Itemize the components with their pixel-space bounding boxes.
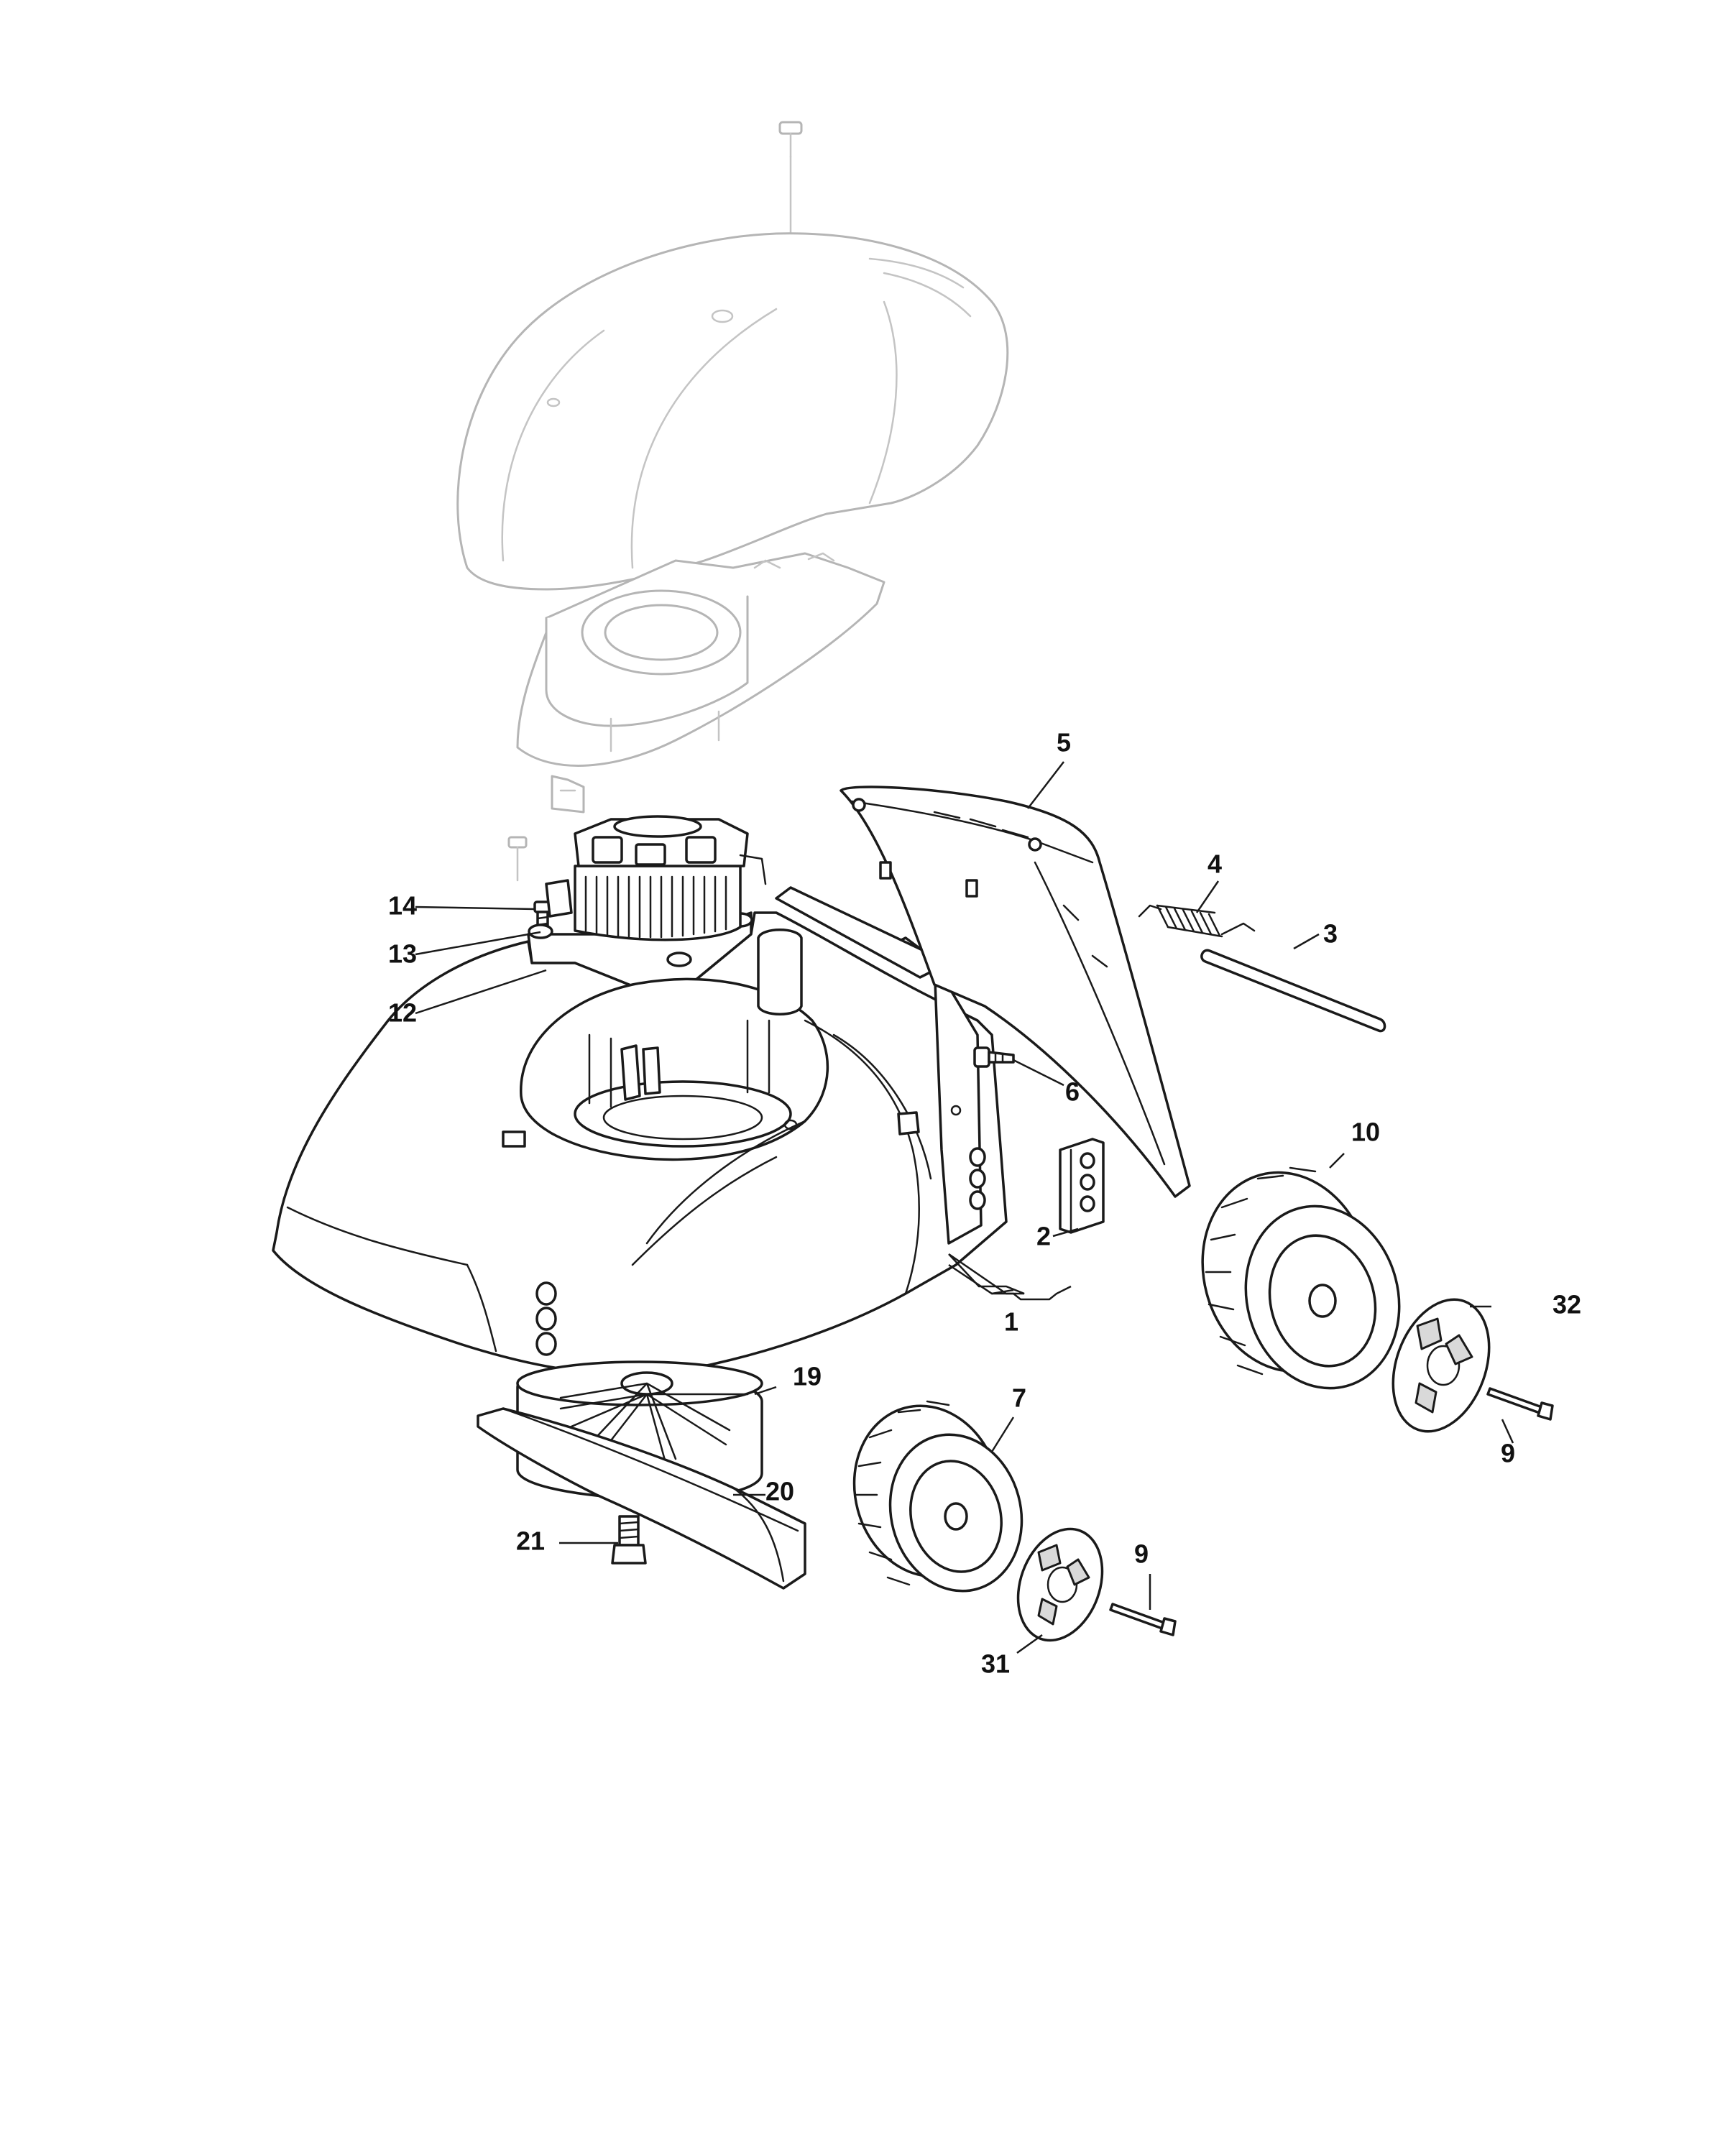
callout-10: 10 bbox=[1351, 1118, 1380, 1147]
callout-19: 19 bbox=[793, 1362, 822, 1391]
part-4-spring bbox=[1138, 904, 1256, 938]
callout-9-front: 9 bbox=[1134, 1539, 1149, 1569]
part-9-rear-bolt bbox=[1486, 1387, 1554, 1421]
part-1-mower-deck bbox=[272, 879, 1008, 1376]
callout-7: 7 bbox=[1012, 1383, 1026, 1413]
motor-winding-lines bbox=[584, 875, 727, 939]
part-32-rear-hubcap bbox=[1392, 1298, 1491, 1433]
ghost-motor-housing bbox=[516, 552, 886, 814]
callout-32: 32 bbox=[1552, 1290, 1581, 1319]
leader-lines bbox=[415, 761, 1514, 1654]
part-6-screw bbox=[973, 1046, 1015, 1068]
part-3-axle-rod bbox=[1200, 949, 1386, 1033]
callout-21: 21 bbox=[516, 1526, 545, 1556]
callout-5: 5 bbox=[1057, 728, 1071, 757]
part-31-front-hubcap bbox=[1016, 1527, 1104, 1642]
part-7-front-wheel bbox=[852, 1400, 1024, 1593]
callout-14: 14 bbox=[388, 891, 417, 921]
callout-9-rear: 9 bbox=[1501, 1439, 1515, 1468]
part-10-rear-wheel bbox=[1201, 1166, 1401, 1390]
part-5-rear-flap bbox=[840, 786, 1191, 1198]
callout-3: 3 bbox=[1323, 919, 1338, 949]
callout-31: 31 bbox=[981, 1649, 1010, 1679]
callout-labels: 1 2 3 4 5 6 7 9 9 10 12 13 14 19 20 21 3… bbox=[388, 728, 1581, 1679]
callout-2: 2 bbox=[1036, 1222, 1051, 1251]
ghost-hood-cover bbox=[456, 232, 1009, 591]
callout-20: 20 bbox=[765, 1477, 794, 1506]
callout-12: 12 bbox=[388, 998, 417, 1028]
part-9-front-bolt bbox=[1109, 1603, 1177, 1636]
callout-4: 4 bbox=[1208, 849, 1222, 879]
callout-13: 13 bbox=[388, 939, 417, 969]
ghost-small-screw bbox=[507, 836, 528, 882]
callout-6: 6 bbox=[1065, 1077, 1080, 1107]
ghost-top-screw bbox=[778, 121, 803, 242]
part-13-motor-assembly bbox=[527, 815, 767, 993]
part-2-bracket bbox=[1059, 1138, 1105, 1234]
part-21-bolt bbox=[611, 1515, 647, 1565]
callout-1: 1 bbox=[1004, 1307, 1018, 1337]
